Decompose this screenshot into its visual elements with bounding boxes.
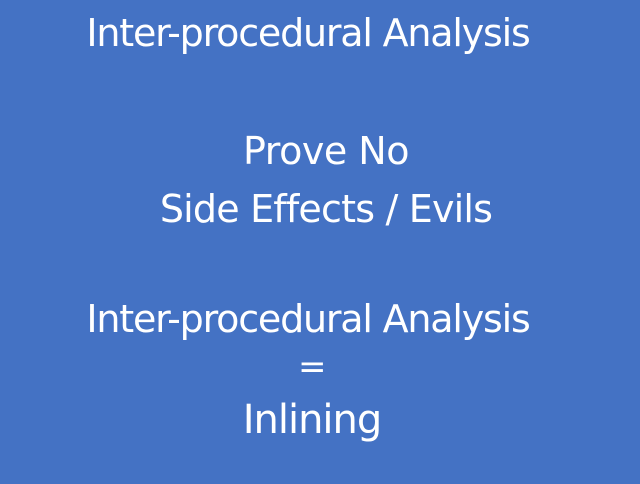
body-line-side-effects: Side Effects / Evils [159, 187, 493, 231]
body-line-inter-procedural: Inter-procedural Analysis [86, 297, 530, 341]
body-line-prove-no: Prove No [243, 129, 409, 173]
body-line-inlining: Inlining [242, 397, 383, 443]
body-line-equals: = [298, 347, 327, 387]
slide-title: Inter-procedural Analysis [86, 11, 530, 55]
